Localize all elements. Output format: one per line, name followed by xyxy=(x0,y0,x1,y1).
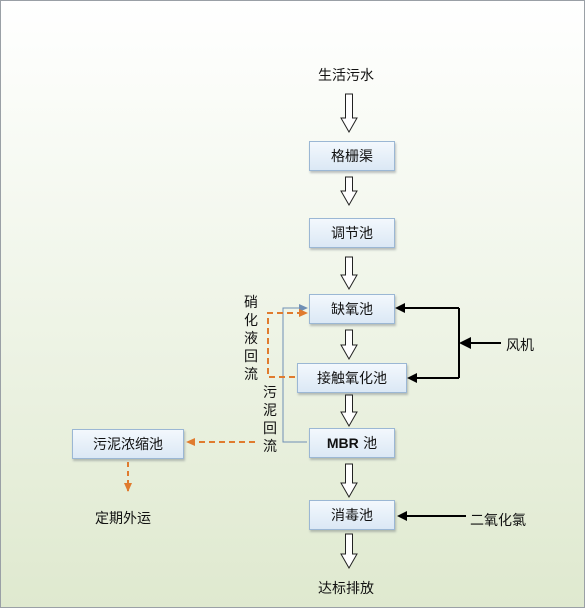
blower-label: 风机 xyxy=(506,338,534,354)
sludge-return-line xyxy=(282,304,308,443)
chlorine-dioxide-label: 二氧化氯 xyxy=(470,513,526,529)
anoxic-tank-label: 缺氧池 xyxy=(331,302,373,318)
flow-arrow-source-to-grating xyxy=(340,93,358,134)
disinfection-tank-label: 消毒池 xyxy=(331,508,373,524)
flow-arrow-grating-to-regulating xyxy=(340,176,358,207)
mbr-tank-label: MBR 池 xyxy=(327,433,377,453)
flow-arrow-disinfection-to-discharge xyxy=(340,533,358,570)
contact-oxidation-tank-box: 接触氧化池 xyxy=(297,363,407,393)
nitrate-return-line xyxy=(267,309,308,378)
periodic-removal-label: 定期外运 xyxy=(95,511,151,527)
blower-arrowhead xyxy=(459,337,471,349)
sludge-return-label: 污泥回流 xyxy=(263,385,277,455)
flow-arrow-regulating-to-anoxic xyxy=(340,256,358,291)
sludge-thickening-tank-box: 污泥浓缩池 xyxy=(72,429,184,459)
mbr-suffix-text: 池 xyxy=(358,436,378,452)
regulating-tank-label: 调节池 xyxy=(331,226,373,242)
flow-arrow-anoxic-to-contact xyxy=(340,329,358,361)
mbr-bold-text: MBR xyxy=(326,435,359,451)
grating-channel-box: 格栅渠 xyxy=(309,141,395,171)
sludge-thickening-tank-label: 污泥浓缩池 xyxy=(93,437,163,453)
anoxic-tank-box: 缺氧池 xyxy=(309,294,395,324)
grating-channel-label: 格栅渠 xyxy=(331,149,373,165)
contact-oxidation-tank-label: 接触氧化池 xyxy=(317,371,387,387)
discharge-label: 达标排放 xyxy=(318,581,374,597)
mbr-tank-box: MBR 池 xyxy=(309,428,395,458)
nitrate-return-label: 硝化液回流 xyxy=(244,295,258,383)
flow-arrow-mbr-to-disinfection xyxy=(340,463,358,499)
regulating-tank-box: 调节池 xyxy=(309,218,395,248)
flow-arrow-contact-to-mbr xyxy=(340,394,358,428)
disinfection-tank-box: 消毒池 xyxy=(309,500,395,530)
source-label: 生活污水 xyxy=(318,68,374,84)
